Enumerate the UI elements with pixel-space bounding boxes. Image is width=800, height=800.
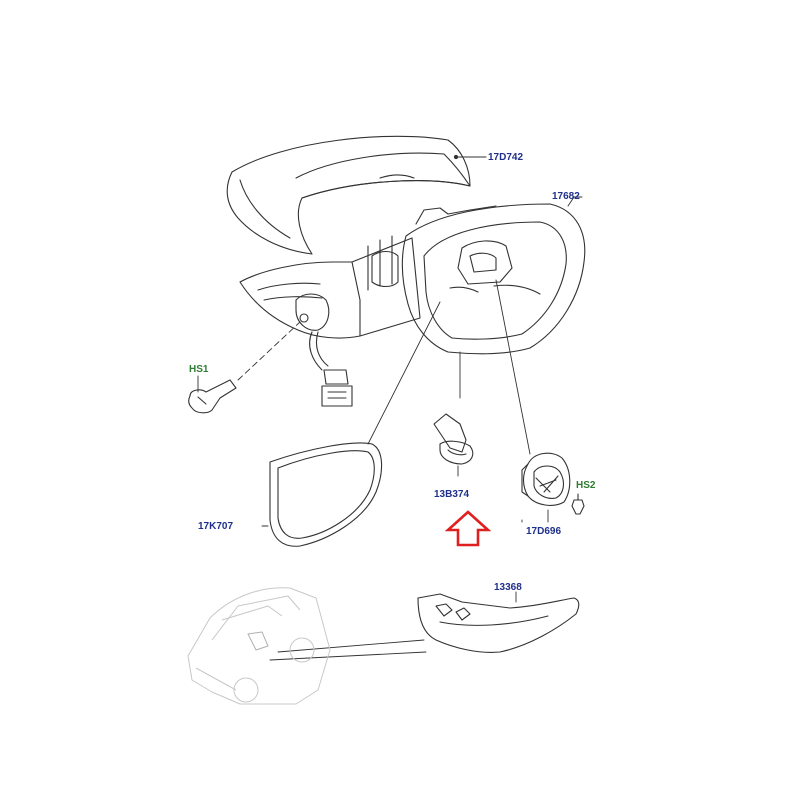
mirror-base-drawing (239, 235, 421, 407)
part-label-cover-cap[interactable]: 17D742 (488, 152, 524, 163)
part-label-side-repeater[interactable]: 13368 (494, 582, 522, 593)
vehicle-location-drawing (187, 587, 331, 705)
mirror-glass-drawing (269, 442, 383, 547)
part-label-fixing-bolt[interactable]: HS1 (189, 364, 209, 375)
mirror-housing-drawing (401, 203, 586, 355)
part-label-actuator-screw[interactable]: HS2 (576, 480, 596, 491)
fixing-bolt-drawing (188, 379, 237, 414)
cover-cap-drawing (226, 135, 471, 255)
part-label-puddle-lamp[interactable]: 13B374 (434, 489, 470, 500)
actuator-motor-drawing (521, 452, 571, 506)
part-label-mirror-glass[interactable]: 17K707 (198, 521, 234, 532)
side-repeater-drawing (417, 593, 580, 653)
part-label-actuator-motor[interactable]: 17D696 (526, 526, 562, 537)
actuator-screw-drawing (571, 493, 585, 515)
puddle-lamp-drawing (433, 413, 474, 465)
part-label-mirror-housing[interactable]: 17682 (552, 191, 580, 202)
outline-up-arrow-icon (444, 510, 492, 547)
